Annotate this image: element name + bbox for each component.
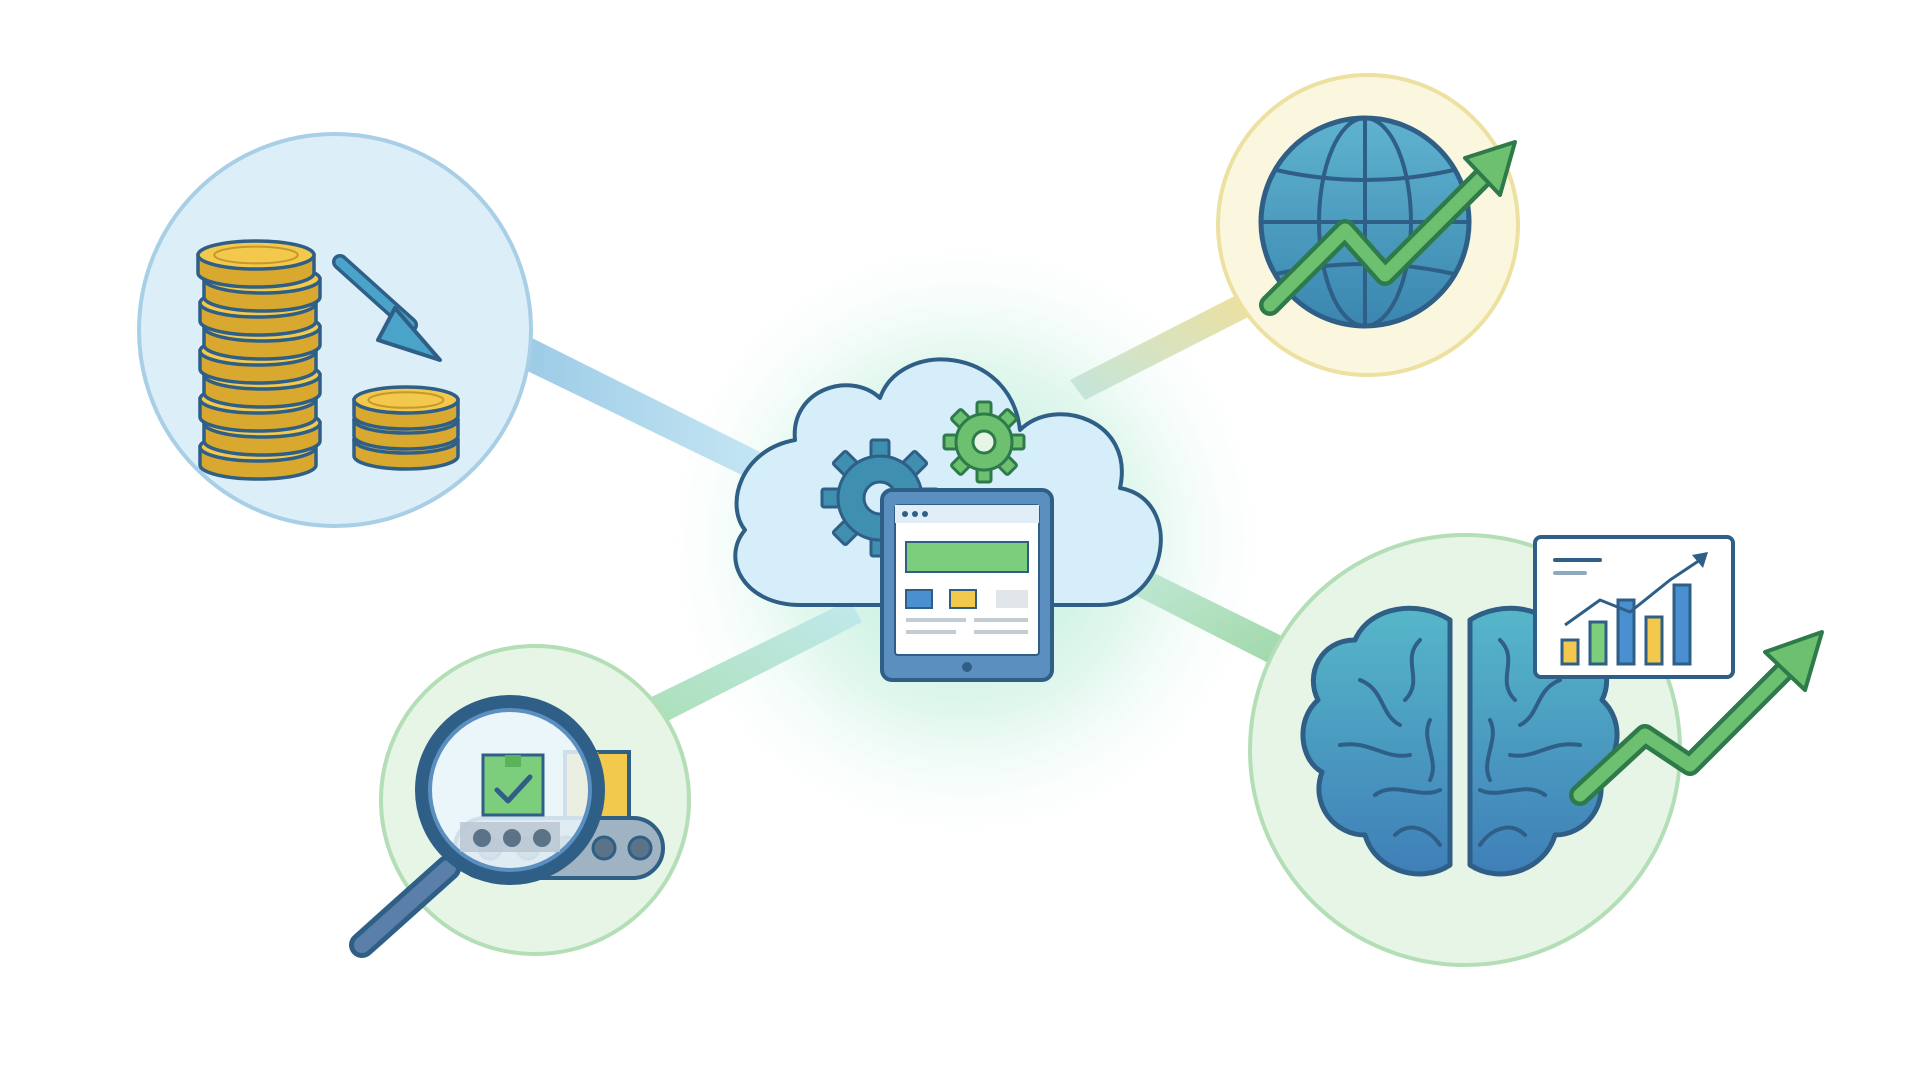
coin-stack-icon	[352, 385, 460, 471]
arrow-down-right-icon	[332, 254, 442, 362]
trend-up-arrow-icon	[1259, 140, 1517, 316]
bar-chart-icon	[1533, 535, 1735, 679]
coin-stack-icon	[196, 239, 322, 481]
connectors	[515, 282, 1290, 730]
connector-cost	[515, 337, 760, 478]
connector-global	[1070, 282, 1276, 400]
magnifier-icon	[349, 695, 605, 958]
coin-face	[196, 239, 316, 271]
node-global-growth	[1216, 73, 1520, 377]
coin-rim	[367, 391, 445, 409]
hub-cloud-platform	[733, 357, 1163, 682]
tablet-dashboard-icon	[880, 488, 1054, 682]
connector-quality	[635, 600, 862, 730]
coin-face	[352, 385, 460, 415]
trend-up-arrow-icon	[1569, 630, 1824, 806]
coin-rim	[213, 245, 299, 265]
node-circle	[137, 132, 533, 528]
package-check-icon	[481, 753, 545, 817]
connector-ai	[1125, 565, 1290, 668]
gear-icon	[942, 400, 1026, 484]
node-ai-insights	[1248, 533, 1824, 967]
node-cost-reduction	[137, 132, 533, 528]
node-quality-inspection	[349, 644, 691, 958]
